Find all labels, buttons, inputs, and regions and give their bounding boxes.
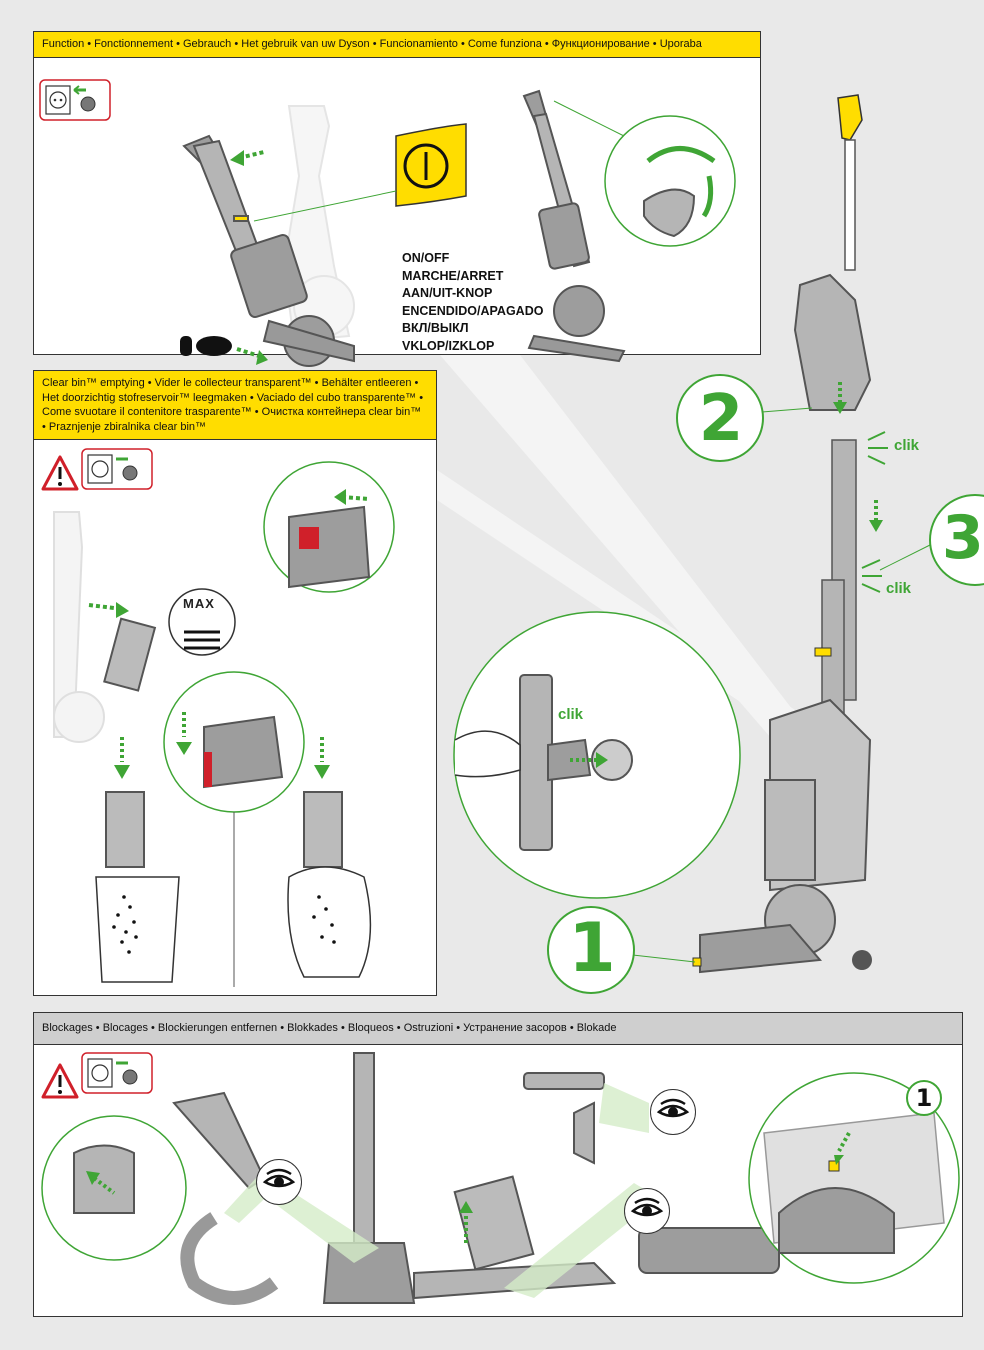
blockages-illustration [41, 1052, 960, 1305]
blockages-title: Blockages • Blocages • Blockierungen ent… [34, 1013, 962, 1045]
function-illustration [39, 79, 736, 367]
clear-bin-panel: Clear bin™ emptying • Vider le collecteu… [33, 370, 437, 996]
blockage-step-number-1: 1 [915, 1084, 933, 1112]
clik-label-hose-bottom: clik [886, 580, 912, 597]
clik-label-detail: clik [558, 706, 584, 723]
onoff-line: MARCHE/ARRET [402, 268, 504, 283]
clear-bin-illustration [41, 448, 395, 987]
step-number-3-partial: 3 [942, 503, 984, 573]
unplug-icon [39, 79, 111, 121]
clear-bin-title: Clear bin™ emptying • Vider le collecteu… [34, 371, 436, 440]
eye-icon [650, 1089, 696, 1135]
power-button-icon [395, 123, 467, 207]
eye-icon [256, 1159, 302, 1205]
unplug-icon [81, 1052, 153, 1094]
foot-icon [180, 336, 268, 365]
blockages-panel: Blockages • Blocages • Blockierungen ent… [33, 1012, 963, 1317]
step-number-1: 1 [568, 909, 616, 988]
unplug-icon [81, 448, 153, 490]
function-title: Function • Fonctionnement • Gebrauch • H… [34, 32, 760, 58]
onoff-line: AAN/UIT-KNOP [402, 286, 493, 300]
onoff-line: ENCENDIDO/APAGADO [402, 303, 544, 318]
eye-icon [624, 1188, 670, 1234]
onoff-line: VKLOP/IZKLOP [402, 338, 495, 353]
max-label: MAX [183, 596, 215, 611]
step-number-2: 2 [698, 382, 744, 456]
onoff-line: ON/OFF [402, 251, 450, 265]
function-panel: Function • Fonctionnement • Gebrauch • H… [33, 31, 761, 367]
onoff-labels: ON/OFF MARCHE/ARRET AAN/UIT-KNOP ENCENDI… [402, 250, 543, 355]
warning-icon [41, 455, 79, 491]
onoff-line: ВКЛ/ВЫКЛ [402, 321, 469, 335]
warning-icon [41, 1063, 79, 1099]
clik-label-hose-top: clik [894, 437, 920, 454]
